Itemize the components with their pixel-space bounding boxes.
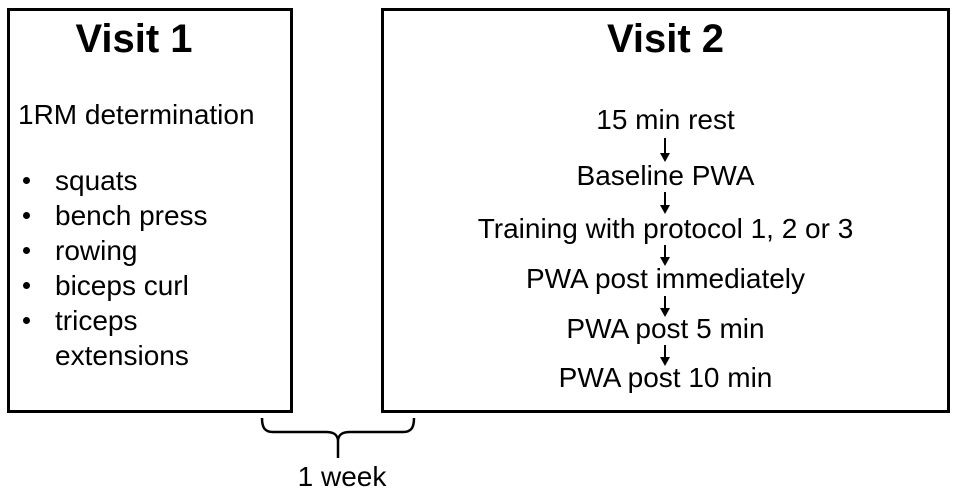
arrow-down-icon: [660, 138, 670, 162]
visit1-exercise-list: squats bench press rowing biceps curl tr…: [10, 163, 290, 373]
interval-label: 1 week: [297, 461, 387, 492]
visit1-subtitle: 1RM determination: [18, 99, 255, 130]
list-item-label: triceps extensions: [55, 305, 189, 371]
flow-step-rest: 15 min rest: [596, 104, 735, 135]
list-item-label: rowing: [55, 235, 138, 266]
list-item: biceps curl: [10, 268, 290, 303]
visit2-title: Visit 2: [606, 17, 725, 61]
list-item: triceps extensions: [10, 303, 290, 373]
arrow-down-icon: [660, 296, 670, 317]
arrow-down-icon: [660, 192, 670, 214]
bullet-icon: [23, 247, 30, 254]
arrow-down-icon: [660, 245, 670, 266]
list-item: bench press: [10, 198, 290, 233]
visit1-title: Visit 1: [75, 17, 193, 61]
flow-step-pwa-post-5min: PWA post 5 min: [566, 313, 765, 344]
arrow-down-icon: [660, 345, 670, 366]
flow-step-pwa-post-10min: PWA post 10 min: [558, 362, 773, 393]
interval-brace-icon: [258, 414, 418, 462]
flow-step-baseline-pwa: Baseline PWA: [576, 160, 755, 191]
list-item-label: biceps curl: [55, 270, 189, 301]
visit1-box: Visit 1 1RM determination squats bench p…: [7, 8, 293, 413]
bullet-icon: [23, 317, 30, 324]
bullet-icon: [23, 212, 30, 219]
list-item-label: bench press: [55, 200, 208, 231]
bullet-icon: [23, 177, 30, 184]
visit2-box: Visit 2 15 min rest Baseline PWA Trainin…: [381, 8, 950, 413]
list-item: squats: [10, 163, 290, 198]
bullet-icon: [23, 282, 30, 289]
flow-step-pwa-post-immediately: PWA post immediately: [525, 263, 806, 294]
flow-step-training: Training with protocol 1, 2 or 3: [477, 213, 854, 244]
list-item: rowing: [10, 233, 290, 268]
list-item-label: squats: [55, 165, 138, 196]
